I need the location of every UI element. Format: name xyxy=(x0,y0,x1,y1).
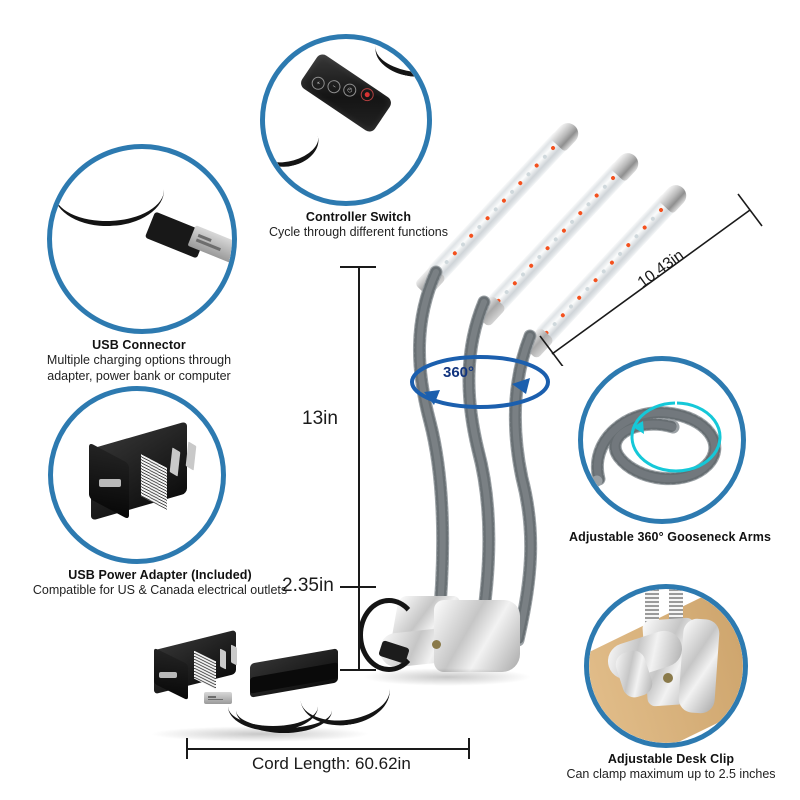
power-adapter-circle xyxy=(48,386,226,564)
rotation-indicator xyxy=(410,355,550,409)
adapter-cord-assembly xyxy=(150,629,394,742)
callout-usb-connector: USB Connector Multiple charging options … xyxy=(44,144,254,394)
adapter-usb-port xyxy=(99,479,121,487)
timer-icon[interactable]: ◴ xyxy=(340,81,359,100)
clamp-base xyxy=(352,592,532,686)
controller-top-cord xyxy=(371,39,427,83)
power-icon[interactable] xyxy=(358,85,377,104)
controller-housing: + − ◴ xyxy=(298,51,394,135)
gooseneck-coil-svg xyxy=(583,401,722,513)
controller-switch-art: + − ◴ xyxy=(265,39,427,201)
desk-clip-art xyxy=(589,589,743,743)
cord-loop-2 xyxy=(236,688,332,733)
clamp-pivot-screw xyxy=(432,640,441,649)
arm-length-dim-svg xyxy=(539,193,763,369)
callout-title: USB Power Adapter (Included) xyxy=(68,568,252,582)
callout-desk-clip: Adjustable Desk Clip Can clamp maximum u… xyxy=(556,584,786,794)
cord-dim-tick-right xyxy=(468,738,470,759)
brightness-up-icon[interactable]: + xyxy=(309,74,328,93)
wall-adapter-usb-port xyxy=(159,672,177,678)
clamp-power-cable-loop xyxy=(358,598,420,672)
callout-title: Controller Switch xyxy=(305,210,412,224)
controller-bottom-cord xyxy=(265,115,324,174)
usb-cable xyxy=(52,155,166,228)
rotation-arrow-right xyxy=(512,378,530,394)
cord-dim-tick-left xyxy=(186,738,188,759)
gooseneck-caption: Adjustable 360° Gooseneck Arms xyxy=(552,530,788,545)
gooseneck-art xyxy=(583,361,741,519)
arm-length-dimension-group: 10.43in xyxy=(534,186,784,369)
height-dim-tick-top xyxy=(340,266,376,268)
callout-desc-line2: adapter, power bank or computer xyxy=(47,368,231,383)
rotation-arrow-left xyxy=(424,390,440,405)
clamp-foot-plate xyxy=(434,600,520,672)
desk-clip-caption: Adjustable Desk Clip Can clamp maximum u… xyxy=(538,752,800,783)
rotation-degree-label: 360° xyxy=(443,364,475,381)
callout-title: USB Connector xyxy=(92,338,186,352)
callout-desc-line1: Cycle through different functions xyxy=(268,225,449,240)
height-dim-label: 13in xyxy=(302,408,338,429)
wall-adapter-prong-right xyxy=(231,644,237,666)
callout-title: Adjustable 360° Gooseneck Arms xyxy=(568,530,772,544)
cord-usb-tip xyxy=(204,692,232,704)
cord-length-label: Cord Length: 60.62in xyxy=(252,754,411,773)
clamp-shadow xyxy=(362,668,532,686)
gooseneck-arms-group xyxy=(380,250,600,650)
usb-connector-circle xyxy=(47,144,237,334)
callout-controller-switch: + − ◴ Controller Switch Cycle through di… xyxy=(258,34,458,254)
callout-gooseneck-arms: Adjustable 360° Gooseneck Arms xyxy=(552,356,788,546)
height-dim-tick-mid xyxy=(340,586,376,588)
callout-title: Adjustable Desk Clip xyxy=(607,752,735,766)
callout-desc-line1: Can clamp maximum up to 2.5 inches xyxy=(566,767,776,782)
height-dim-line xyxy=(358,266,360,670)
controller-switch-circle: + − ◴ xyxy=(260,34,432,206)
brightness-down-icon[interactable]: − xyxy=(324,77,343,96)
base-height-dim-label: 2.35in xyxy=(282,575,334,596)
callout-usb-power-adapter: USB Power Adapter (Included) Compatible … xyxy=(33,386,287,606)
usb-connector-caption: USB Connector Multiple charging options … xyxy=(34,338,244,384)
height-dim-tick-bottom xyxy=(340,669,376,671)
adapter-prong-right xyxy=(185,441,197,471)
power-adapter-caption: USB Power Adapter (Included) Compatible … xyxy=(10,568,310,599)
callout-desc-line1: Compatible for US & Canada electrical ou… xyxy=(32,583,288,598)
desk-clip-circle xyxy=(584,584,748,748)
callout-desc-line1: Multiple charging options through xyxy=(46,353,232,368)
adapter-shadow xyxy=(150,726,370,742)
clip-spring-housing xyxy=(677,617,721,715)
clip-pivot-screw xyxy=(663,673,673,683)
usb-connector-art xyxy=(52,149,232,329)
wall-adapter-prong-left xyxy=(220,648,226,670)
controller-switch-caption: Controller Switch Cycle through differen… xyxy=(246,210,471,241)
gooseneck-circle xyxy=(578,356,746,524)
power-adapter-art xyxy=(53,391,221,559)
gooseneck-arms-svg xyxy=(410,265,550,647)
cord-dim-line xyxy=(186,748,470,750)
